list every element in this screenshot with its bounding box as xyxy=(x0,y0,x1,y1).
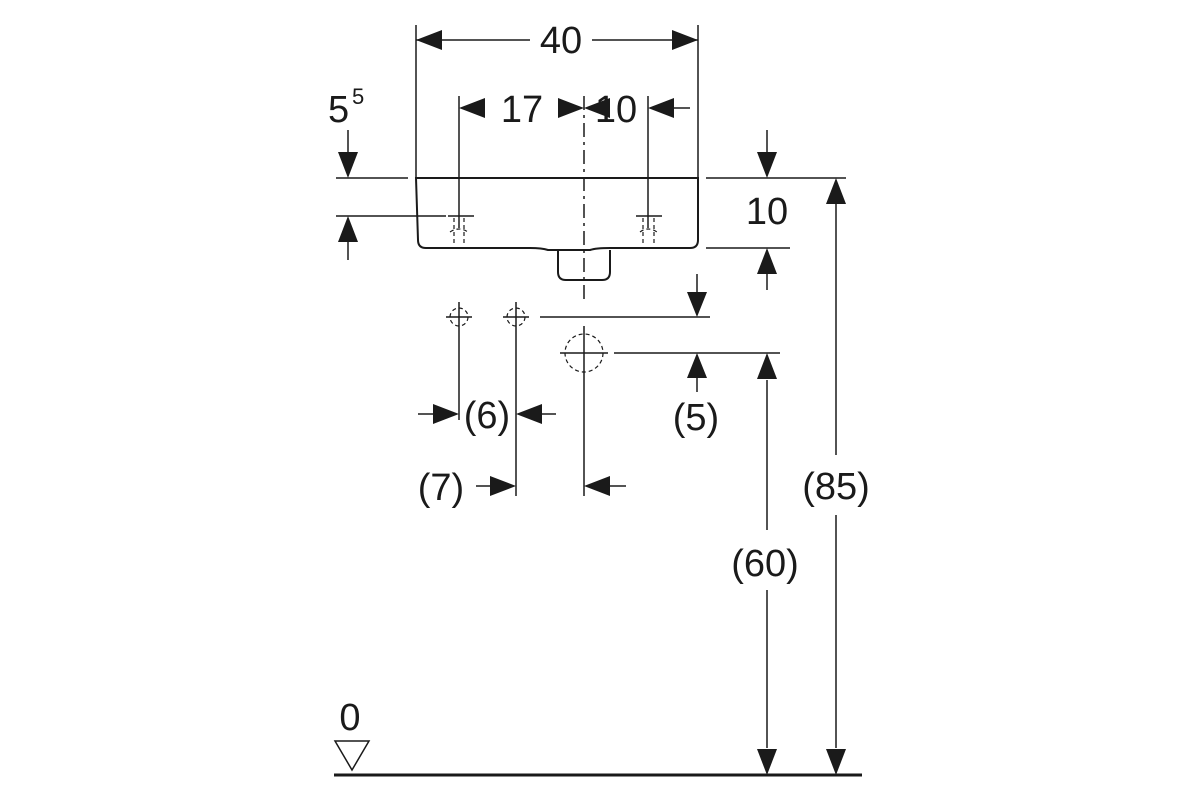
dimension-6: (6) xyxy=(418,395,556,437)
dim-total-height: (85) xyxy=(802,466,870,508)
dimension-60: (60) xyxy=(731,353,799,775)
extension-lines-top xyxy=(415,25,699,206)
dim-basin-height: 10 xyxy=(746,191,788,233)
dim-drain-offset: (5) xyxy=(673,397,719,439)
dim-overall-width: 40 xyxy=(540,20,582,62)
dim-right-tap-offset: 10 xyxy=(595,89,637,131)
supply-connection-center xyxy=(503,302,529,496)
dimension-5-5: 5 5 xyxy=(328,84,446,260)
tap-hole-left xyxy=(448,206,474,245)
dim-drain-height: (60) xyxy=(731,543,799,585)
drain-connection xyxy=(560,326,608,496)
floor-level: 0 xyxy=(333,697,862,777)
dim-center-hole-offset: (7) xyxy=(418,467,464,509)
dimension-5-drain: (5) xyxy=(540,274,780,439)
dim-top-offset: 5 xyxy=(328,89,349,131)
dim-left-tap-offset: 17 xyxy=(501,89,543,131)
floor-level-label: 0 xyxy=(339,697,360,739)
dimension-7: (7) xyxy=(418,467,626,509)
tap-hole-right xyxy=(636,206,662,245)
dimension-85: (85) xyxy=(802,178,870,775)
level-marker-icon xyxy=(333,740,371,772)
dimension-40: 40 xyxy=(416,20,698,62)
dim-left-hole-spacing: (6) xyxy=(464,395,510,437)
supply-connection-left xyxy=(446,302,472,420)
dimension-10-height: 10 xyxy=(706,130,846,290)
dim-top-offset-superscript: 5 xyxy=(352,84,364,109)
dimension-17-10: 17 10 xyxy=(459,89,690,131)
